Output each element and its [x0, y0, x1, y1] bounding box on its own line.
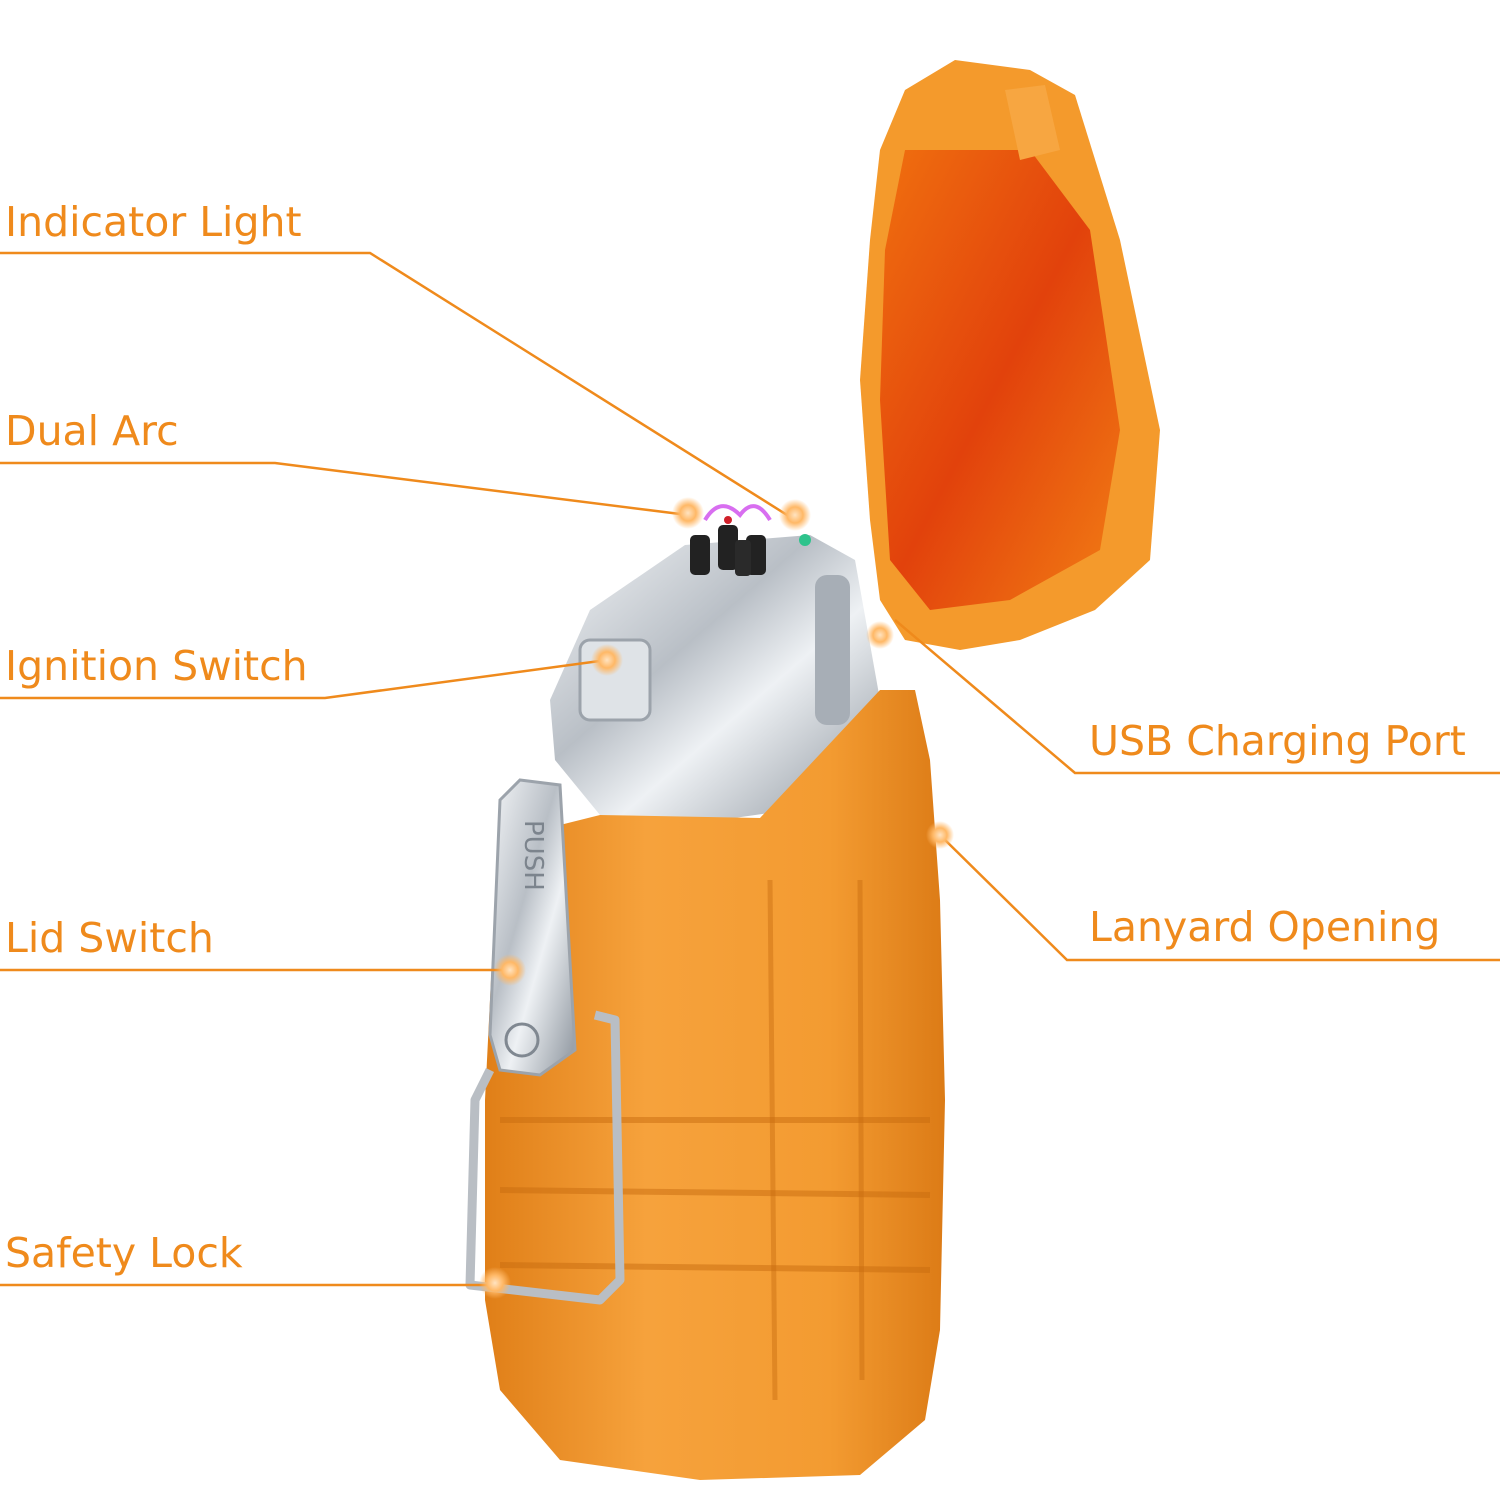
- lid-switch: PUSH: [488, 778, 577, 1077]
- leader-lanyard: [939, 834, 1500, 962]
- label-dual-arc: Dual Arc: [5, 407, 179, 455]
- indicator-led: [799, 534, 811, 546]
- callout-dots: [479, 497, 954, 1299]
- leader-lines: [0, 251, 1500, 1287]
- label-ignition-switch: Ignition Switch: [5, 642, 308, 690]
- label-safety-lock: Safety Lock: [5, 1229, 243, 1277]
- label-indicator-light: Indicator Light: [5, 198, 302, 246]
- label-lid-switch: Lid Switch: [5, 914, 214, 962]
- lighter-body: [485, 690, 945, 1480]
- leader-ignition: [0, 658, 608, 700]
- leader-dualarc: [0, 461, 689, 517]
- label-usb-charging-port: USB Charging Port: [1089, 717, 1466, 765]
- leader-indicator: [0, 251, 796, 522]
- safety-lock: [465, 1010, 625, 1305]
- push-engraving: PUSH: [518, 820, 548, 891]
- usb-port: [815, 575, 850, 725]
- lid: [860, 60, 1160, 650]
- chrome-insert: [550, 504, 880, 820]
- leader-usb: [894, 619, 1500, 775]
- label-lanyard-opening: Lanyard Opening: [1089, 903, 1441, 951]
